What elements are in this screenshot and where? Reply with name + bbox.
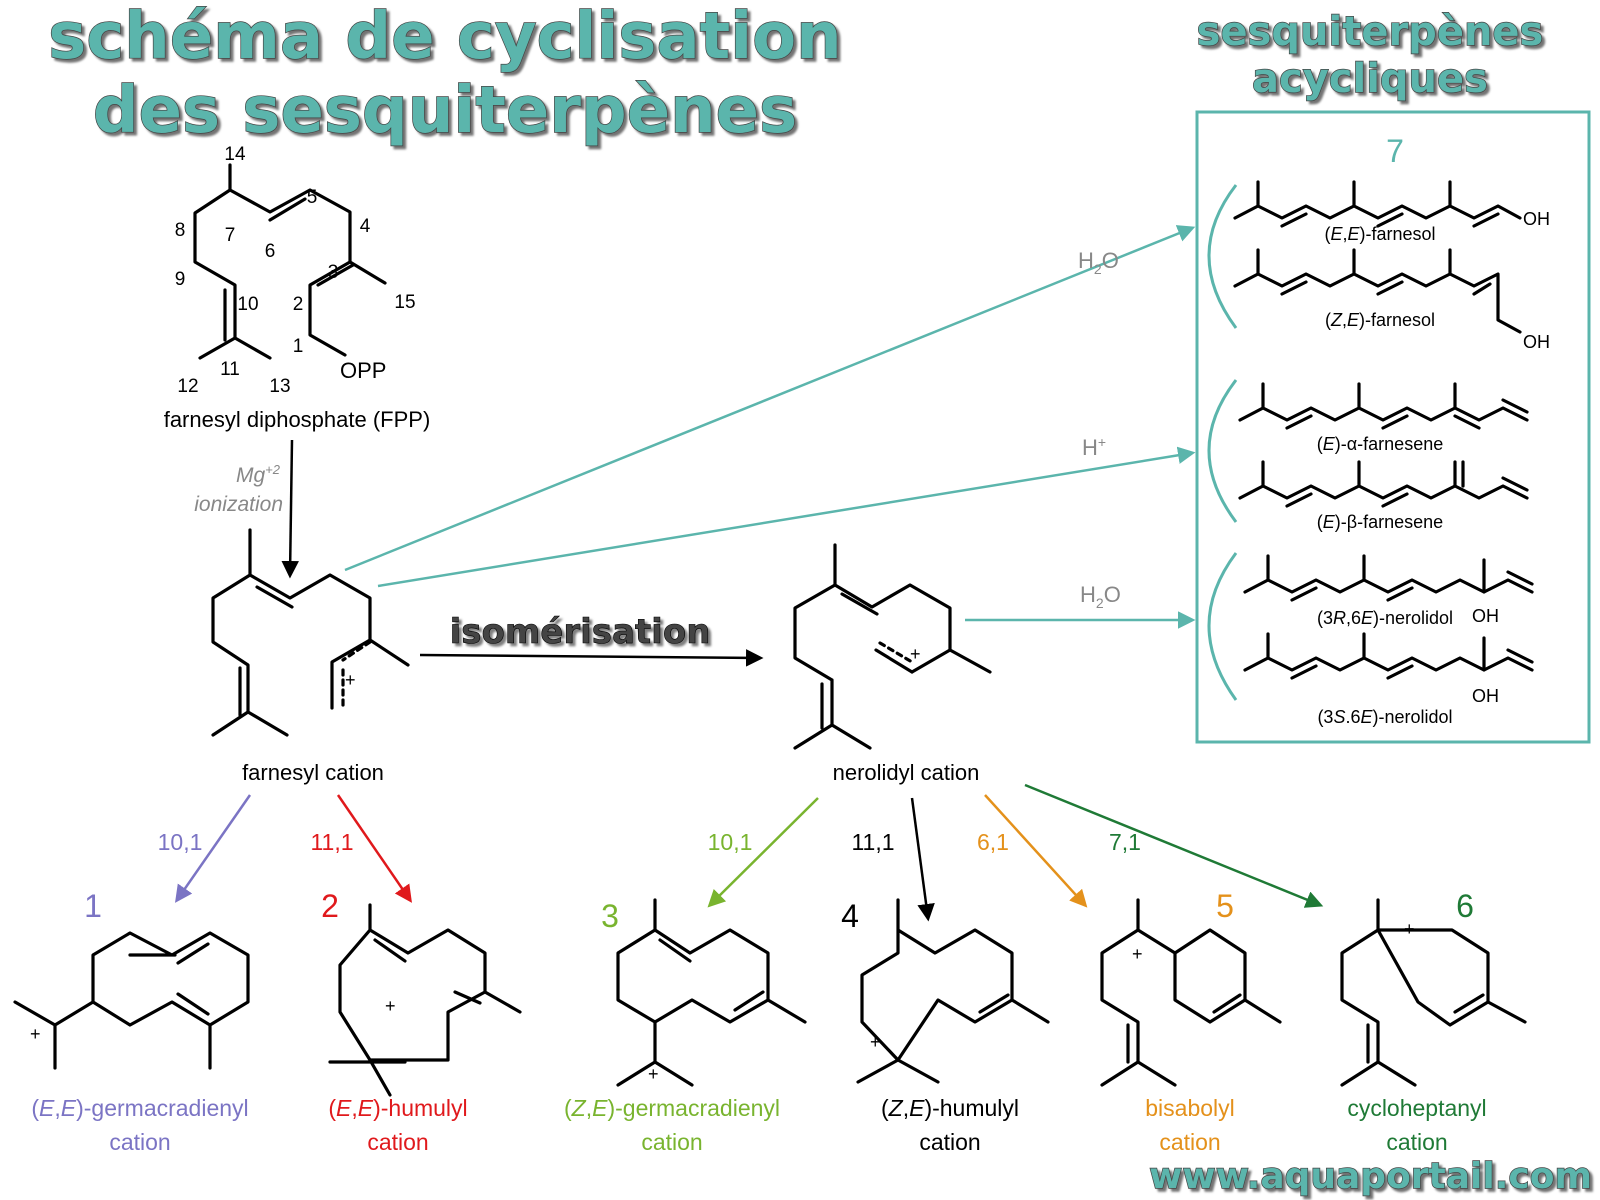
product-number-5: 5: [1216, 888, 1234, 924]
nerolidyl-cation-structure: +: [793, 543, 992, 750]
s-nerolidol-label: (3S.6E)-nerolidol: [1317, 707, 1452, 727]
isomerisation-label: isomérisation: [450, 612, 711, 652]
product-number-2: 2: [321, 888, 339, 924]
ionization-label-line2: ionization: [194, 493, 283, 516]
reagent-h-plus: H+: [1082, 434, 1106, 460]
fpp-carbon-9: 9: [175, 269, 186, 290]
reagent-h2o-2: H2O: [1080, 582, 1121, 611]
arrow-cyclization-1: [175, 794, 252, 903]
product-name-2-line2: cation: [367, 1129, 428, 1155]
reagent-h2o-1: H2O: [1078, 248, 1119, 277]
fpp-carbon-15: 15: [394, 292, 415, 313]
fpp-carbon-13: 13: [269, 376, 290, 397]
fpp-carbon-1: 1: [293, 336, 304, 357]
fpp-carbon-2: 2: [293, 294, 304, 315]
fpp-carbon-7: 7: [225, 225, 236, 246]
product-1-plus: +: [30, 1024, 41, 1044]
farnesyl-dashed-bond: [341, 640, 372, 662]
main-title-line2: des sesquiterpènes: [93, 74, 797, 148]
product-name-1: (E,E)-germacradienyl: [31, 1095, 248, 1121]
bond-label-5: 6,1: [977, 829, 1009, 855]
r-nerolidol-label: (3R,6E)-nerolidol: [1317, 608, 1453, 628]
product-3-plus: +: [648, 1064, 659, 1084]
product-number-1: 1: [84, 888, 102, 924]
a-farnesene-label: (E)-α-farnesene: [1317, 434, 1443, 454]
nerolidyl-dashed-bond: [910, 648, 952, 674]
product-name-6: cycloheptanyl: [1347, 1095, 1486, 1121]
arrow-to-farnesenes: [377, 446, 1196, 588]
bond-label-3: 10,1: [708, 829, 753, 855]
fpp-opp-label: OPP: [340, 358, 386, 383]
b-farnesene-label: (E)-β-farnesene: [1317, 512, 1443, 532]
bracket-farnesols: [1207, 184, 1238, 329]
ee-farnesol-label: (E,E)-farnesol: [1324, 224, 1435, 244]
product-6-plus: +: [1404, 919, 1415, 939]
product-2-plus: +: [385, 996, 396, 1016]
product-name-1-line2: cation: [109, 1129, 170, 1155]
main-title-line1: schéma de cyclisation: [48, 0, 841, 74]
product-5-plus: +: [1132, 944, 1143, 964]
side-title-line1: sesquiterpènes: [1197, 9, 1544, 55]
product-name-2: (E,E)-humulyl: [328, 1095, 467, 1121]
arrow-cyclization-4: [910, 797, 935, 922]
product-name-6-line2: cation: [1386, 1129, 1447, 1155]
product-number-6: 6: [1456, 888, 1474, 924]
watermark: www.aquaportail.com: [1149, 1156, 1592, 1197]
fpp-carbon-5: 5: [307, 187, 318, 208]
fpp-carbon-14: 14: [224, 144, 246, 165]
product-name-5-line2: cation: [1159, 1129, 1220, 1155]
side-title-line2: acycliques: [1252, 56, 1488, 102]
farnesyl-cation-structure: +: [211, 528, 410, 737]
fpp-carbon-4: 4: [360, 216, 371, 237]
product-name-3-line2: cation: [641, 1129, 702, 1155]
nerolidyl-plus-sign: +: [910, 644, 921, 664]
farnesyl-cation-label: farnesyl cation: [242, 760, 384, 785]
nerolidyl-cation-label: nerolidyl cation: [833, 760, 980, 785]
product-name-4: (Z,E)-humulyl: [881, 1095, 1019, 1121]
fpp-carbon-12: 12: [177, 376, 198, 397]
product-4-plus: +: [870, 1032, 881, 1052]
product-name-5: bisabolyl: [1145, 1095, 1235, 1121]
fpp-carbon-10: 10: [237, 294, 258, 315]
nerolidyl-allyl-dash: [878, 641, 914, 664]
arrow-to-farnesols: [344, 225, 1196, 572]
nerolidyl-allyl-1: [874, 648, 914, 674]
acyclic-structures: [1233, 180, 1534, 680]
bond-label-2: 11,1: [310, 829, 353, 855]
product-number-4: 4: [841, 898, 859, 934]
acyclic-number: 7: [1386, 133, 1404, 169]
bond-label-4: 11,1: [851, 829, 894, 855]
ee-farnesol-oh: OH: [1523, 209, 1550, 229]
fpp-carbon-8: 8: [175, 220, 186, 241]
bond-label-1: 10,1: [158, 829, 203, 855]
fpp-carbon-6: 6: [265, 241, 276, 262]
fpp-name: farnesyl diphosphate (FPP): [164, 407, 431, 432]
product-name-3: (Z,E)-germacradienyl: [564, 1095, 780, 1121]
farnesyl-plus-sign: +: [345, 670, 356, 690]
s-nerolidol-oh: OH: [1472, 686, 1499, 706]
arrow-cyclization-6: [1024, 783, 1324, 908]
isomerisation-arrow: [419, 649, 764, 667]
product-name-4-line2: cation: [919, 1129, 980, 1155]
r-nerolidol-oh: OH: [1472, 606, 1499, 626]
fpp-structure: 14 8 7 5 6 4 9 3 2 10 15 1 11 12 13 OPP: [175, 144, 416, 397]
arrow-cyclization-5: [984, 794, 1088, 908]
arrow-cyclization-2: [336, 794, 412, 903]
fpp-carbon-11: 11: [220, 359, 240, 380]
arrow-cyclization-3: [707, 797, 819, 908]
bracket-nerolidols: [1207, 552, 1238, 701]
bond-label-6: 7,1: [1109, 829, 1141, 855]
bracket-farnesenes: [1207, 379, 1238, 523]
fpp-carbon-3: 3: [328, 262, 339, 283]
ze-farnesol-oh: OH: [1523, 332, 1550, 352]
acyclic-box: [1195, 110, 1591, 744]
ionization-arrow: [281, 439, 299, 579]
ze-farnesol-label: (Z,E)-farnesol: [1325, 310, 1435, 330]
ionization-label-mg: Mg+2: [236, 462, 281, 487]
product-number-3: 3: [601, 898, 619, 934]
product-structures: [13, 898, 1527, 1097]
